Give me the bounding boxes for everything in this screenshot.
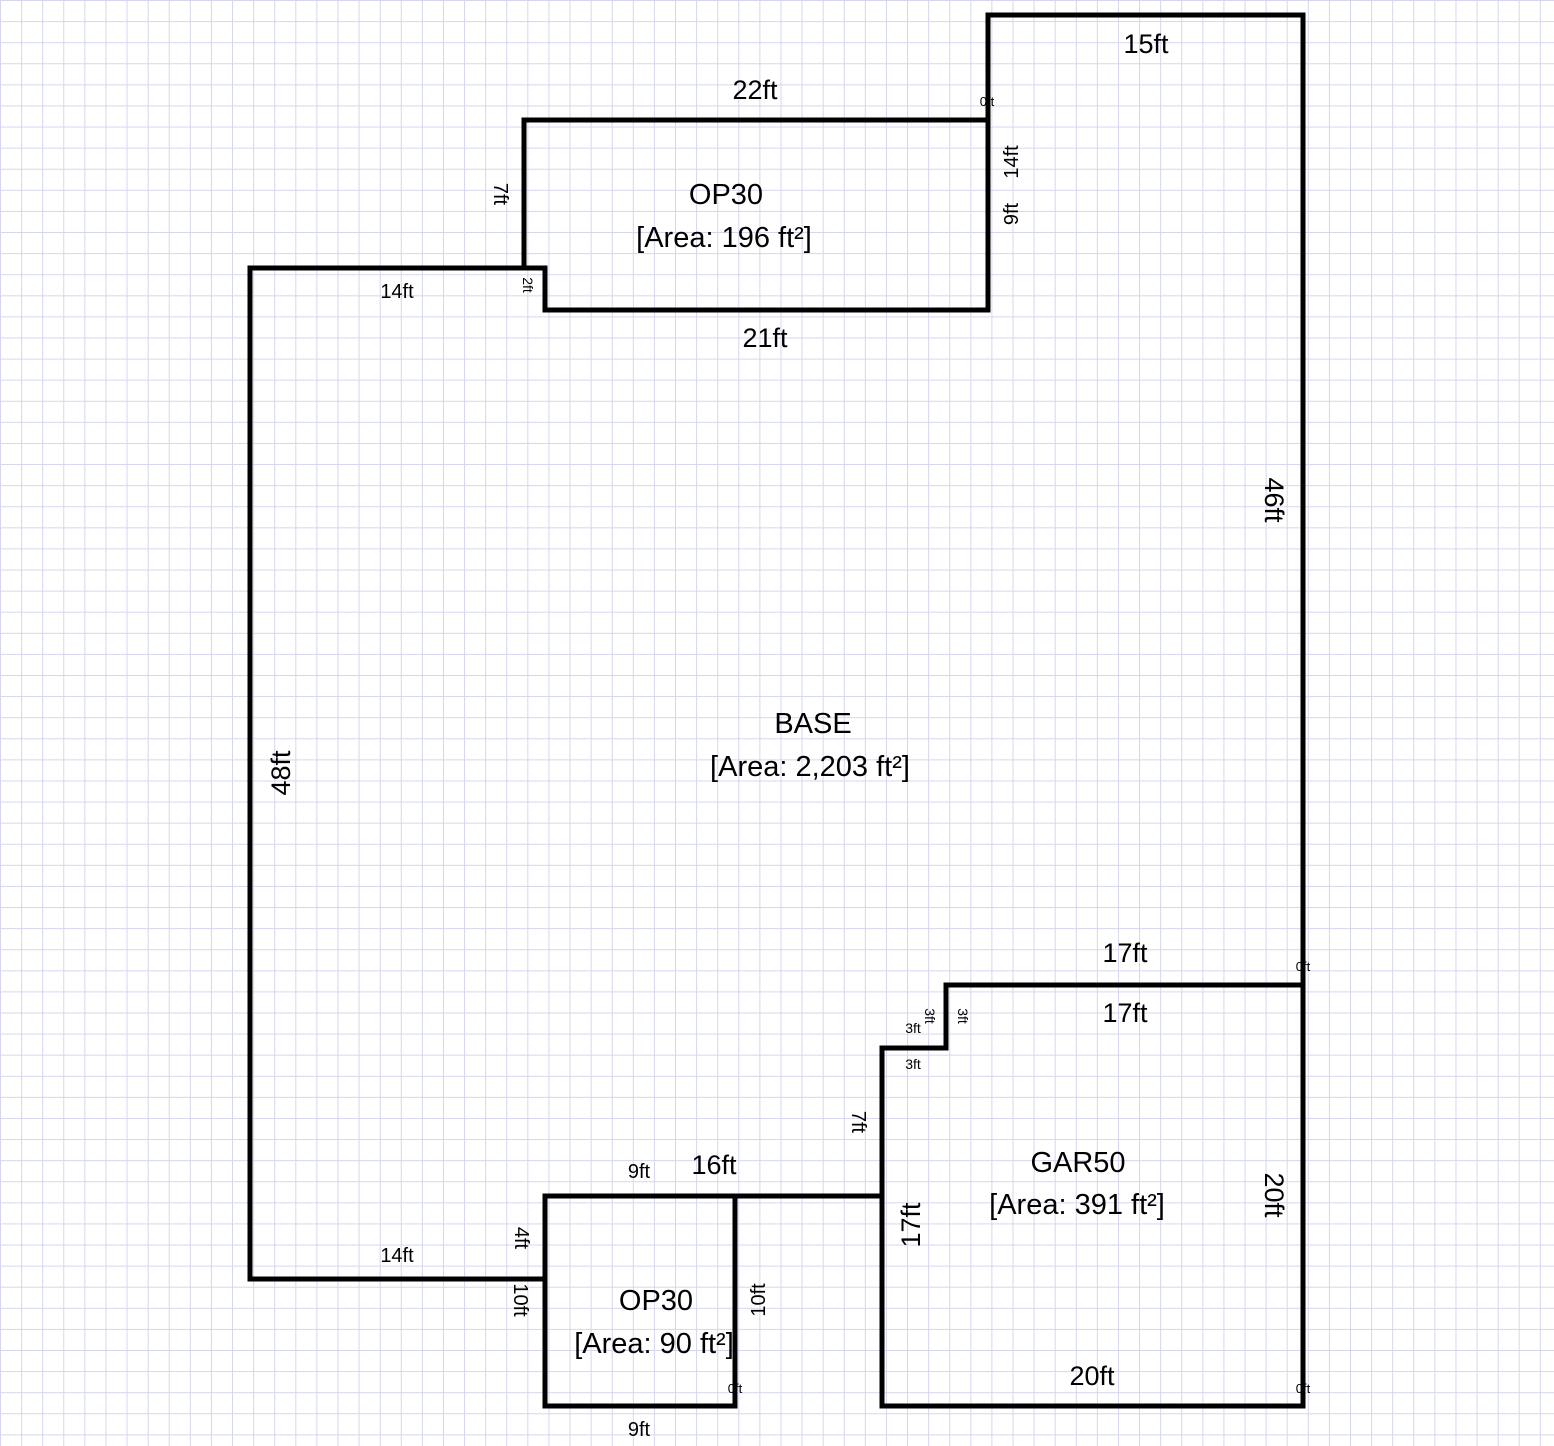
dim-right-9: 9ft [1001,202,1023,225]
dim-gar-corner-0: 0ft [1296,959,1311,974]
dim-gar-top-17a: 17ft [1102,938,1148,968]
gar50-area: [Area: 391 ft²] [989,1189,1165,1221]
dim-step-3a: 3ft [905,1020,921,1036]
dim-gar-bottom-0: 0ft [1296,1381,1311,1396]
dim-op2-top-9: 9ft [628,1161,651,1183]
dim-op2-left-4: 4ft [510,1227,532,1250]
dim-gar-top-17b: 17ft [1102,998,1148,1028]
dim-op2-right-10: 10ft [748,1283,770,1317]
op30-top-walls [521,117,991,313]
op30-top-name: OP30 [689,179,763,211]
dim-gar-bottom-20: 20ft [1069,1361,1115,1391]
dim-top-15: 15ft [1123,29,1169,59]
dim-small-2: 2ft [520,277,536,293]
dim-base-bottom-16: 16ft [691,1150,737,1180]
dim-right-46: 46ft [1259,477,1289,523]
base-area: [Area: 2,203 ft²] [710,751,910,783]
gar50-name: GAR50 [1030,1147,1125,1179]
dim-right-14: 14ft [1001,145,1023,179]
op30-top-area: [Area: 196 ft²] [636,222,812,254]
dim-base-top-14: 14ft [380,281,414,303]
dim-base-bottom-14: 14ft [380,1245,414,1267]
op30-bottom-name: OP30 [619,1285,693,1317]
dim-top-22: 22ft [732,75,778,105]
gar50-walls [879,982,1306,1409]
dim-left-48: 48ft [266,750,296,796]
dim-gar-left-7: 7ft [847,1111,869,1134]
dim-op2-bottom-9: 9ft [628,1419,651,1441]
dim-gar-left-17: 17ft [896,1202,926,1248]
top-right-block-walls [985,12,1306,988]
base-walls [247,265,548,1282]
dim-op2-corner-0: 0ft [728,1381,743,1396]
op30-bottom-walls [542,1193,885,1409]
dim-step-3d: 3ft [955,1008,971,1024]
dim-op2-left-10: 10ft [509,1283,531,1317]
dim-step-3c: 3ft [905,1056,921,1072]
dim-op-left-7: 7ft [489,183,511,206]
dim-gar-right-20: 20ft [1259,1172,1289,1218]
dim-top-0: 0ft [980,94,995,109]
dim-op-bottom-21: 21ft [742,323,788,353]
dim-step-3b: 3ft [922,1008,938,1024]
op30-bottom-area: [Area: 90 ft²] [574,1328,734,1360]
base-name: BASE [774,708,851,740]
